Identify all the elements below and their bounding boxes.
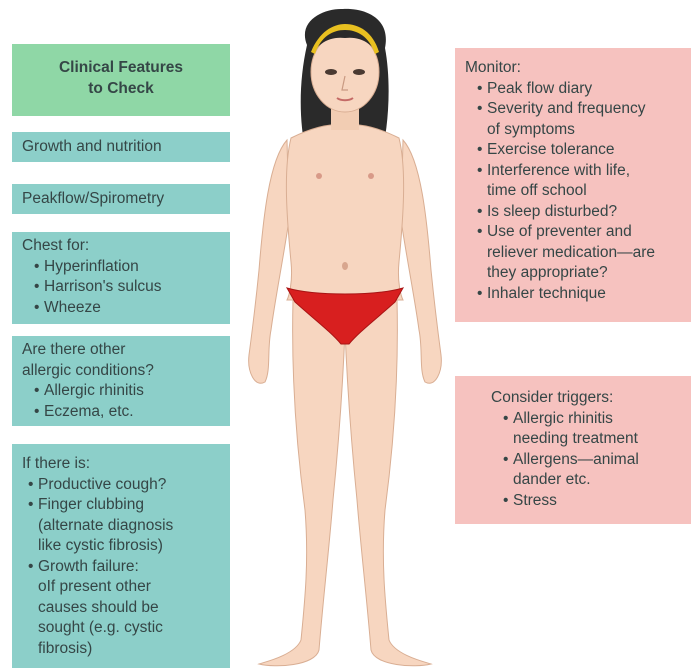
if-there-item: Finger clubbing (alternate diagnosis lik… xyxy=(38,495,220,557)
growth-box: Growth and nutrition xyxy=(12,132,230,162)
trigger-item: Allergic rhinitis needing treatment xyxy=(513,409,681,450)
monitor-text: Is sleep disturbed? xyxy=(487,203,617,220)
triggers-heading: Consider triggers: xyxy=(491,388,681,409)
finger-clubbing-note-2: like cystic fibrosis) xyxy=(38,536,220,557)
child-body-illustration xyxy=(235,0,455,672)
peakflow-box: Peakflow/Spirometry xyxy=(12,184,230,214)
monitor-item: Peak flow diary xyxy=(487,79,681,100)
right-nipple xyxy=(368,173,374,179)
left-leg xyxy=(259,300,345,666)
navel xyxy=(342,262,348,270)
triggers-box: Consider triggers: Allergic rhinitis nee… xyxy=(455,376,691,524)
monitor-text: Severity and frequency xyxy=(487,99,681,120)
growth-failure-sub: oIf present other causes should be sough… xyxy=(22,577,220,659)
allergic-item: Allergic rhinitis xyxy=(44,381,220,402)
productive-cough: Productive cough? xyxy=(38,476,166,493)
monitor-text: reliever medication—are xyxy=(487,243,681,264)
trigger-text: Allergens—animal xyxy=(513,450,681,471)
if-there-heading: If there is: xyxy=(22,454,220,475)
peakflow-label: Peakflow/Spirometry xyxy=(22,190,164,207)
if-there-item: Productive cough? xyxy=(38,475,220,496)
monitor-text: Use of preventer and xyxy=(487,222,681,243)
sub-line: sought (e.g. cystic xyxy=(38,618,220,639)
allergic-heading-2: allergic conditions? xyxy=(22,361,220,382)
chest-item: Wheeze xyxy=(44,298,220,319)
trigger-text: dander etc. xyxy=(513,470,681,491)
if-there-list: Productive cough? Finger clubbing (alter… xyxy=(22,475,220,578)
chest-box: Chest for: Hyperinflation Harrison's sul… xyxy=(12,232,230,324)
left-arm xyxy=(249,140,289,383)
triggers-list: Allergic rhinitis needing treatment Alle… xyxy=(491,409,681,512)
growth-label: Growth and nutrition xyxy=(22,138,162,155)
monitor-text: Peak flow diary xyxy=(487,80,592,97)
sub-line: fibrosis) xyxy=(38,639,220,660)
allergic-list: Allergic rhinitis Eczema, etc. xyxy=(22,381,220,422)
body-figure xyxy=(249,9,442,666)
monitor-text: Inhaler technique xyxy=(487,285,606,302)
monitor-item: Interference with life, time off school xyxy=(487,161,681,202)
monitor-text: Interference with life, xyxy=(487,161,681,182)
right-leg xyxy=(345,300,431,666)
chest-list: Hyperinflation Harrison's sulcus Wheeze xyxy=(22,257,220,319)
finger-clubbing-note-1: (alternate diagnosis xyxy=(38,516,220,537)
allergic-item: Eczema, etc. xyxy=(44,402,220,423)
trigger-text: Allergic rhinitis xyxy=(513,409,681,430)
monitor-item: Inhaler technique xyxy=(487,284,681,305)
if-there-item: Growth failure: xyxy=(38,557,220,578)
trigger-text: needing treatment xyxy=(513,429,681,450)
sub-line: oIf present other xyxy=(38,577,220,598)
finger-clubbing: Finger clubbing xyxy=(38,495,220,516)
allergic-heading-1: Are there other xyxy=(22,340,220,361)
if-there-box: If there is: Productive cough? Finger cl… xyxy=(12,444,230,668)
monitor-heading: Monitor: xyxy=(465,58,681,79)
left-eye xyxy=(325,69,337,75)
growth-failure: Growth failure: xyxy=(38,557,220,578)
right-arm xyxy=(401,140,441,383)
monitor-item: Use of preventer and reliever medication… xyxy=(487,222,681,284)
right-eye xyxy=(353,69,365,75)
chest-item: Harrison's sulcus xyxy=(44,277,220,298)
title-line-1: Clinical Features xyxy=(12,58,230,79)
monitor-item: Severity and frequency of symptoms xyxy=(487,99,681,140)
chest-item: Hyperinflation xyxy=(44,257,220,278)
monitor-item: Exercise tolerance xyxy=(487,140,681,161)
monitor-box: Monitor: Peak flow diary Severity and fr… xyxy=(455,48,691,322)
trigger-text: Stress xyxy=(513,492,557,509)
trigger-item: Stress xyxy=(513,491,681,512)
torso xyxy=(286,124,403,300)
left-nipple xyxy=(316,173,322,179)
monitor-text: time off school xyxy=(487,181,681,202)
monitor-item: Is sleep disturbed? xyxy=(487,202,681,223)
trigger-item: Allergens—animal dander etc. xyxy=(513,450,681,491)
monitor-list: Peak flow diary Severity and frequency o… xyxy=(465,79,681,305)
chest-heading: Chest for: xyxy=(22,236,220,257)
monitor-text: they appropriate? xyxy=(487,263,681,284)
allergic-box: Are there other allergic conditions? All… xyxy=(12,336,230,426)
title-line-2: to Check xyxy=(12,79,230,100)
title-box: Clinical Features to Check xyxy=(12,44,230,116)
sub-line: causes should be xyxy=(38,598,220,619)
monitor-text: Exercise tolerance xyxy=(487,141,615,158)
monitor-text: of symptoms xyxy=(487,120,681,141)
